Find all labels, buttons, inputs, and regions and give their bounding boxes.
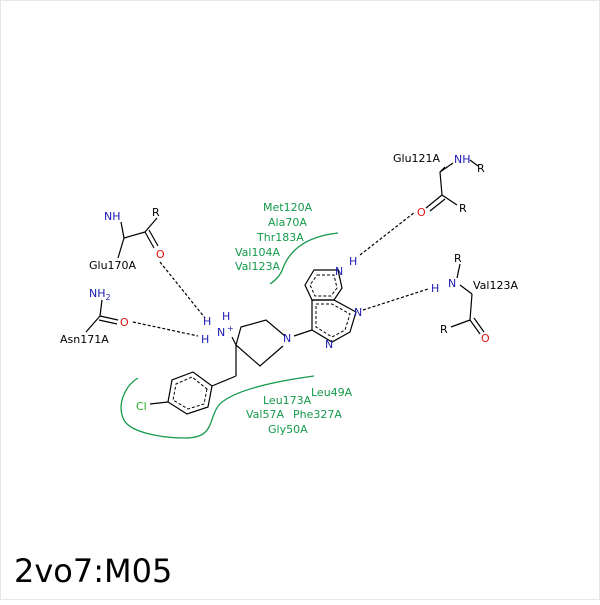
pyrrole-aromatic <box>309 274 338 297</box>
atom-n-pyrimidine-2: N <box>325 338 333 351</box>
label-phe327: Phe327A <box>293 408 342 421</box>
atom-r-glu121-c: R <box>459 202 467 215</box>
glu170-c-r <box>144 217 158 233</box>
label-val123-green: Val123A <box>235 260 280 273</box>
val123-n-r <box>456 263 461 279</box>
label-thr183: Thr183A <box>256 231 304 244</box>
glu170-n-ca <box>120 221 125 239</box>
bond-aryl-n <box>293 329 313 337</box>
asn171-c-o-double <box>98 319 118 325</box>
atom-n-pyrrole: N <box>335 265 343 278</box>
glu121-ca-c <box>439 171 443 196</box>
glu170-ca-c <box>123 231 146 239</box>
label-leu49: Leu49A <box>311 386 353 399</box>
atom-nh-glu121: NH <box>454 153 471 166</box>
atom-n-piperidine: N <box>283 332 291 345</box>
label-leu173: Leu173A <box>263 394 312 407</box>
atom-h-ammonium-bottom: H <box>201 333 209 346</box>
atom-n-ammonium: N <box>217 326 225 339</box>
atom-o-glu170: O <box>156 248 165 261</box>
hbond-glu170 <box>159 261 206 319</box>
label-val123: Val123A <box>473 279 518 292</box>
hbond-glu121 <box>359 211 416 256</box>
atom-r-val123-n: R <box>454 252 462 265</box>
piperidine-ring <box>235 319 286 367</box>
atom-r-val123-c: R <box>440 323 448 336</box>
val123-n-ca <box>459 284 473 295</box>
atom-h-ammonium-left: H <box>203 315 211 328</box>
charge-plus: + <box>227 324 234 333</box>
label-glu121: Glu121A <box>393 152 441 165</box>
val123-c-o <box>469 319 481 335</box>
label-ala70: Ala70A <box>268 216 307 229</box>
diagram-title: 2vo7:M05 <box>14 552 173 590</box>
atom-o-asn171: O <box>120 316 129 329</box>
atom-o-glu121: O <box>417 206 426 219</box>
atom-o-val123: O <box>481 332 490 345</box>
atom-h-pyrrole: H <box>349 255 357 268</box>
asn171-n-c <box>99 299 103 317</box>
label-met120: Met120A <box>263 201 313 214</box>
val123-c-r <box>450 319 471 328</box>
chlorophenyl-aromatic <box>172 376 208 410</box>
label-val57: Val57A <box>246 408 284 421</box>
glu121-c-r <box>441 194 458 206</box>
atom-n-val123: N <box>448 277 456 290</box>
bond-aryl-cl <box>149 401 169 405</box>
glu170-c-o-double <box>148 229 159 247</box>
pocket-arc-hinge <box>269 232 339 285</box>
atom-nh-glu170: NH <box>104 210 121 223</box>
glu170-c-o <box>144 231 155 249</box>
pocket-arc-bottom <box>120 375 315 439</box>
val123-ca-c <box>469 293 473 321</box>
atom-h-ammonium-top: H <box>222 310 230 323</box>
label-val104: Val104A <box>235 246 280 259</box>
atom-n-pyrimidine-1: N <box>354 306 362 319</box>
atom-h-val123: H <box>431 282 439 295</box>
pyrimidine-aromatic <box>315 303 351 338</box>
label-glu170: Glu170A <box>89 259 137 272</box>
glu170-ca-label <box>117 237 125 259</box>
atom-cl: Cl <box>136 400 147 413</box>
label-asn171: Asn171A <box>60 333 109 346</box>
val123-c-o-double <box>473 317 485 333</box>
hbond-val123 <box>362 288 429 311</box>
atom-r-glu121-n: R <box>477 162 485 175</box>
atom-nh2-asn171: NH2 <box>89 287 111 302</box>
bond-c-n-plus <box>231 336 237 346</box>
glu121-c-o-double <box>429 198 446 212</box>
asn171-c-o <box>99 315 119 321</box>
asn171-c-label <box>85 315 101 333</box>
glu121-c-o <box>425 194 443 209</box>
bond-ch2-aryl <box>211 375 237 387</box>
glu121-n-r <box>469 159 479 167</box>
atom-r-glu170: R <box>152 206 160 219</box>
glu121-ca-n <box>439 162 454 173</box>
label-gly50: Gly50A <box>268 423 308 436</box>
hbond-asn171 <box>132 321 199 337</box>
